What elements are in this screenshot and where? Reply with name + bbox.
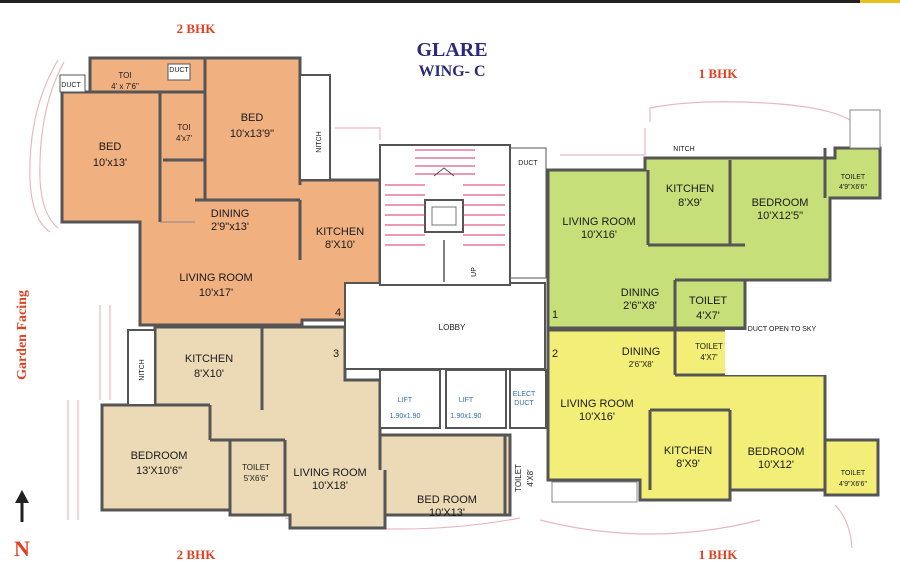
duct-open-label: DUCT OPEN TO SKY [748,326,817,333]
f1-dining-size: 2'6"X8' [623,300,657,312]
north-label: N [14,536,30,561]
f3-toilet2-size: 4'X8' [526,469,535,487]
f3-bedroom2-name: BED ROOM [417,494,477,506]
f4-toi2-name: TOI [177,123,190,132]
f2-toilet-small-name: TOILET [841,470,866,477]
elec-duct-line2: DUCT [514,400,534,407]
flat-3 [100,325,512,530]
f4-living-name: LIVING ROOM [179,272,252,284]
f1-living-name: LIVING ROOM [562,216,635,228]
f1-toilet-small-size: 4'9"X6'6" [839,184,867,191]
f4-bed2-name: BED [241,112,264,124]
f2-kitchen-size: 8'X9' [676,458,700,470]
f3-bedroom-size: 13'X10'6" [136,465,182,477]
f1-toilet-name: TOILET [689,295,728,307]
f2-toilet-name: TOILET [695,342,723,351]
nitch-label-f3: NITCH [139,359,146,380]
flat-number-2: 2 [552,348,558,360]
f1-bedroom-name: BEDROOM [752,197,809,209]
duct-label-f4-mid: DUCT [169,67,189,74]
top-border [0,0,900,3]
lift1-name: LIFT [398,397,413,404]
f4-toi1-name: TOI [118,71,131,80]
f3-toilet-size: 5'X6'6" [244,474,269,483]
unit-label-top-left: 2 BHK [177,21,217,36]
f1-bedroom-size: 10'X12'5" [757,210,803,222]
f4-toi2-size: 4'x7' [176,134,192,143]
f3-living-name: LIVING ROOM [293,467,366,479]
nitch-label-f1: NITCH [673,146,694,153]
f2-toilet-small-size: 4'9"X6'6" [839,481,867,488]
north-arrow-icon [15,490,29,522]
project-title: GLARE [416,39,487,61]
lift2-size: 1.90x1.90 [451,413,482,420]
nitch-label-f4: NITCH [316,131,323,152]
wing-title: WING- C [418,63,485,80]
flat-number-3: 3 [333,348,339,360]
duct-label-core: DUCT [518,160,538,167]
f3-kitchen-name: KITCHEN [185,353,233,365]
f4-living-size: 10'x17' [199,287,233,299]
balcony-outlines [29,59,861,549]
duct-label-f4-left: DUCT [61,82,81,89]
lobby-label: LOBBY [439,323,466,332]
f1-kitchen-name: KITCHEN [666,183,714,195]
core [344,144,835,429]
unit-label-bottom-left: 2 BHK [177,547,217,562]
f2-bedroom-name: BEDROOM [748,446,805,458]
f2-dining-name: DINING [622,346,661,358]
f2-dining-size: 2'6"X8' [629,360,654,369]
f1-toilet-small-name: TOILET [841,174,866,181]
f3-kitchen-size: 8'X10' [194,368,224,380]
f4-dining-size: 2'9"x13' [211,221,249,233]
f2-living-name: LIVING ROOM [560,398,633,410]
f1-kitchen-size: 8'X9' [678,197,702,209]
lift2-name: LIFT [459,397,474,404]
flat-number-4: 4 [335,307,341,319]
lift1-size: 1.90x1.90 [390,413,421,420]
stair-up-label: UP [471,267,478,277]
f2-bedroom-size: 10'X12' [758,459,794,471]
top-border-accent [860,0,900,3]
f2-kitchen-name: KITCHEN [664,445,712,457]
f3-bedroom-name: BEDROOM [131,450,188,462]
garden-facing-label: Garden Facing [15,290,30,380]
f1-living-size: 10'X16' [581,229,617,241]
flat-4 [59,56,382,327]
f4-kitchen-name: KITCHEN [316,226,364,238]
f4-toi1-size: 4' x 7'6" [111,82,139,91]
f1-dining-name: DINING [621,287,660,299]
f2-toilet-size: 4'X7' [700,353,718,362]
flat-1 [509,109,882,330]
f3-living-size: 10'X18' [312,480,348,492]
f4-bed1-name: BED [99,141,122,153]
f3-toilet-name: TOILET [242,463,270,472]
flat-number-1: 1 [552,309,558,321]
f3-bedroom2-size: 10'X13' [429,507,465,519]
f4-bed1-size: 10'x13' [93,157,127,169]
f4-dining-name: DINING [211,208,250,220]
f4-bed2-size: 10'x13'9" [230,128,274,140]
elec-duct-line1: ELECT [513,391,536,398]
f2-living-size: 10'X16' [579,411,615,423]
f4-kitchen-size: 8'X10' [325,239,355,251]
f1-toilet-size: 4'X7' [696,310,720,322]
f3-toilet2-name: TOILET [514,464,523,492]
unit-label-bottom-right: 1 BHK [699,547,739,562]
unit-label-top-right: 1 BHK [699,66,739,81]
